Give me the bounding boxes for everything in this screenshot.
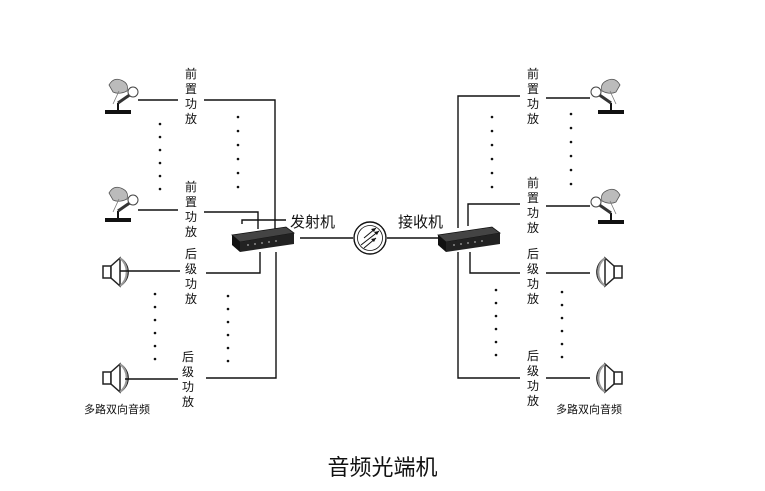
label-char: 放 [526,221,539,235]
label-char: 放 [184,292,197,306]
label-char: 功 [526,277,539,291]
postamp-label: 后级功放 [525,349,541,409]
label-char: 功 [184,97,197,111]
label-char: 功 [526,97,539,111]
label-char: 放 [184,225,197,239]
label-text: 前置功放 [183,67,199,127]
speaker-icon [595,363,623,393]
label-char: 放 [181,395,194,409]
label-char: 前 [184,67,197,81]
preamp-label: 前置功放 [183,67,199,127]
label-char: 置 [526,191,539,205]
label-char: 置 [184,82,197,96]
bidirectional-audio-label-left: 多路双向音频 [84,403,150,416]
diagram-caption: 音频光端机 [327,456,438,481]
label-char: 放 [526,292,539,306]
preamp-label: 前置功放 [525,67,541,127]
speaker-icon [102,257,130,287]
label-char: 置 [184,195,197,209]
bidirectional-audio-label-right: 多路双向音频 [556,403,622,416]
label-char: 放 [184,112,197,126]
right-wiring [457,95,590,379]
receiver-label: 接收机 [398,213,444,231]
label-char: 功 [181,380,194,394]
label-char: 后 [184,247,197,261]
microphone-icon [103,77,140,116]
optical-link-icon [353,221,387,255]
receiver-unit-icon [437,226,501,253]
label-text: 前置功放 [525,67,541,127]
label-char: 放 [526,112,539,126]
transmitter-unit-icon [231,226,295,253]
label-char: 级 [181,365,194,379]
preamp-label: 前置功放 [183,180,199,240]
right-ellipsis-dots [490,112,573,359]
label-char: 功 [184,277,197,291]
preamp-label: 前置功放 [525,176,541,236]
label-char: 功 [184,210,197,224]
microphone-icon [589,187,626,226]
label-char: 后 [181,350,194,364]
label-char: 级 [184,262,197,276]
label-char: 后 [526,247,539,261]
label-char: 级 [526,262,539,276]
label-text: 后级功放 [183,247,199,307]
microphone-icon [103,185,140,224]
label-char: 功 [526,379,539,393]
speaker-icon [595,257,623,287]
left-ellipsis-dots [153,115,240,363]
label-char: 前 [184,180,197,194]
label-char: 功 [526,206,539,220]
label-char: 置 [526,82,539,96]
speaker-icon [102,363,130,393]
postamp-label: 后级功放 [525,247,541,307]
label-text: 前置功放 [183,180,199,240]
label-char: 前 [526,67,539,81]
microphone-icon [589,77,626,116]
label-text: 前置功放 [525,176,541,236]
label-char: 前 [526,176,539,190]
label-text: 后级功放 [180,350,196,410]
postamp-label: 后级功放 [183,247,199,307]
label-text: 后级功放 [525,349,541,409]
label-char: 级 [526,364,539,378]
label-char: 放 [526,394,539,408]
transmitter-label: 发射机 [290,213,336,231]
label-text: 后级功放 [525,247,541,307]
label-char: 后 [526,349,539,363]
postamp-label: 后级功放 [180,350,196,410]
